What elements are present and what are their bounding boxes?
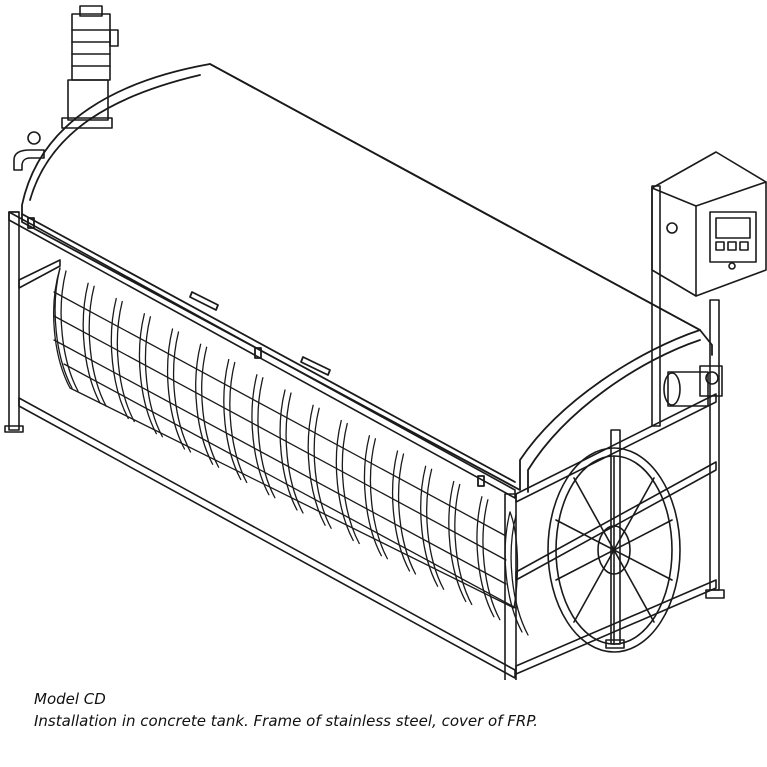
drive-motor xyxy=(663,365,723,407)
drum-end-wheel xyxy=(547,447,681,653)
cover xyxy=(21,63,713,493)
drum-filter-drawing xyxy=(4,5,767,713)
motor-top xyxy=(13,5,119,171)
installation-description: Installation in concrete tank. Frame of … xyxy=(34,712,539,730)
model-label: Model CD xyxy=(34,690,106,708)
control-box xyxy=(651,151,767,427)
filter-drum xyxy=(53,267,529,636)
figure-caption: Model CD Installation in concrete tank. … xyxy=(34,688,754,732)
frame xyxy=(4,211,725,713)
